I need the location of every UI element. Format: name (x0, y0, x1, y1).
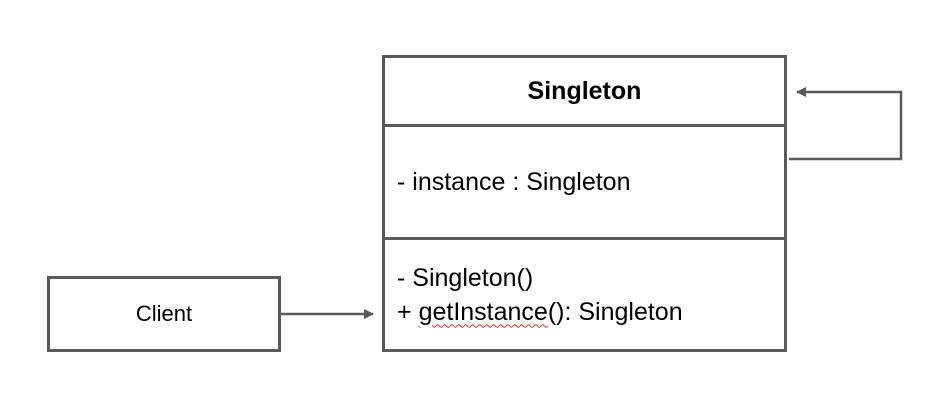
attribute-text: instance : Singleton (412, 167, 631, 196)
attribute-visibility: - (397, 167, 406, 196)
singleton-class-box[interactable]: Singleton - instance : Singleton - Singl… (382, 55, 787, 352)
attribute-instance: - instance : Singleton (397, 168, 630, 197)
operation-name: getInstance (418, 297, 548, 326)
class-name-compartment: Singleton (385, 58, 784, 127)
self-reference-arrow (789, 87, 903, 161)
operation-visibility: + (397, 297, 412, 326)
class-name: Singleton (527, 76, 642, 105)
operation-signature: (): Singleton (547, 297, 683, 326)
operation-get-instance: + getInstance(): Singleton (397, 295, 784, 329)
client-label: Client (135, 301, 193, 326)
client-box[interactable]: Client (47, 276, 281, 352)
operations-compartment: - Singleton() + getInstance(): Singleton (385, 240, 784, 349)
operation-constructor: - Singleton() (397, 261, 784, 295)
operation-visibility: - (397, 263, 406, 292)
attributes-compartment: - instance : Singleton (385, 127, 784, 240)
operation-name: Singleton() (412, 263, 534, 292)
